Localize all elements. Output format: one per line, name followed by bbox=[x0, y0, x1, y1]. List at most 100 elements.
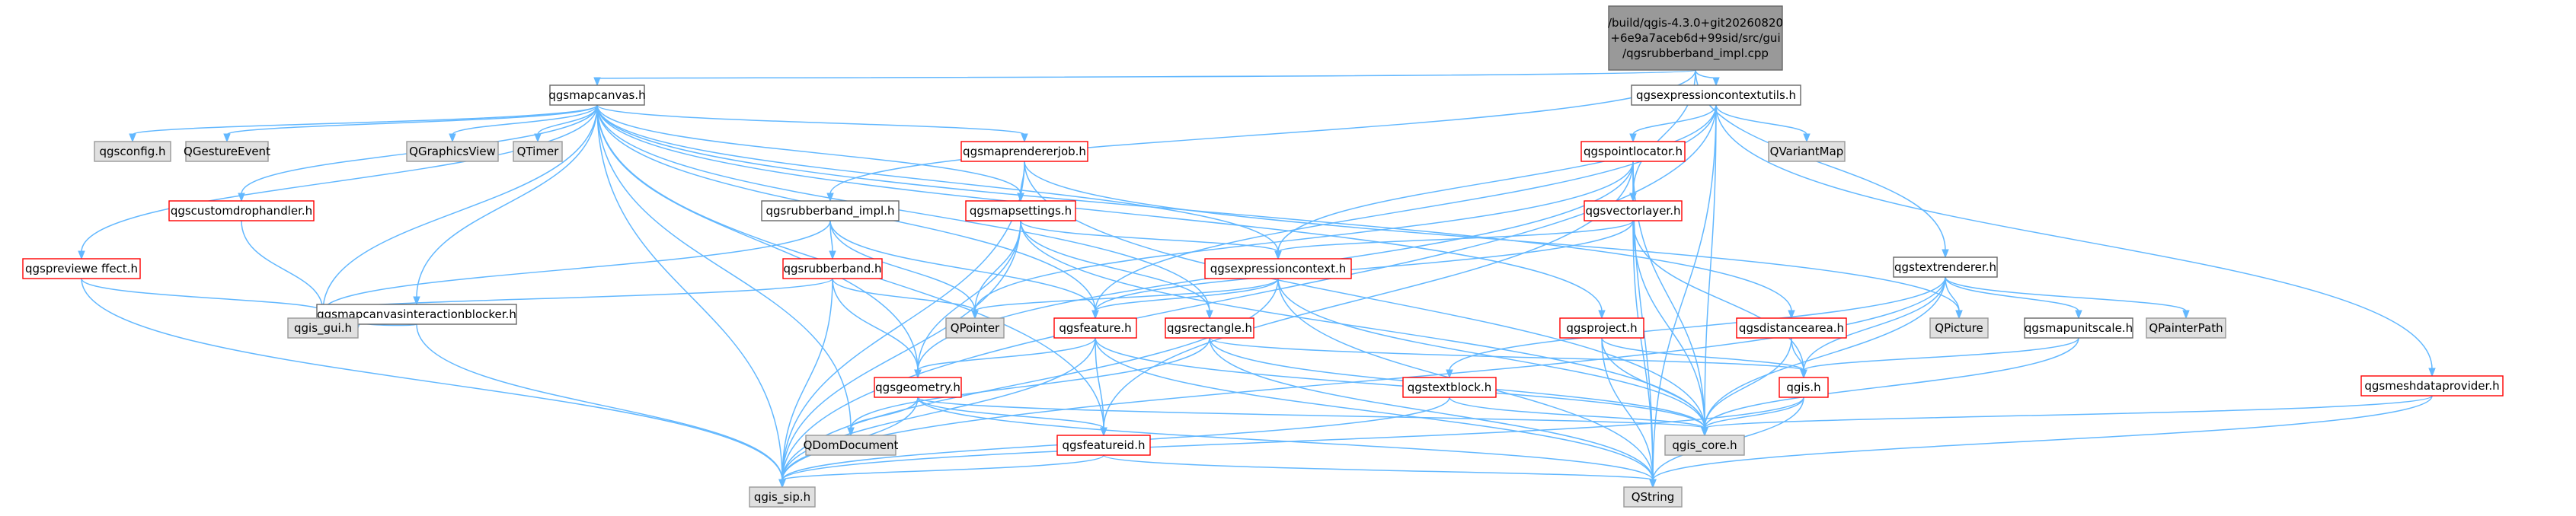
node-box bbox=[1768, 141, 1846, 162]
node-mapsettings[interactable]: qgsmapsettings.h bbox=[965, 200, 1076, 221]
node-qgissip[interactable]: qgis_sip.h bbox=[749, 486, 816, 508]
node-textblock[interactable]: qgstextblock.h bbox=[1402, 377, 1497, 398]
node-label: qgsrubberband.h bbox=[784, 262, 882, 276]
edge-mapcanvas-to-mapcanvasinteraction bbox=[413, 104, 598, 306]
edge-exprctxutils-to-meshdataprovider bbox=[1715, 104, 2436, 377]
node-distancearea[interactable]: qgsdistancearea.h bbox=[1736, 317, 1847, 339]
node-label: QGraphicsView bbox=[409, 145, 496, 158]
node-feature[interactable]: qgsfeature.h bbox=[1053, 317, 1137, 339]
node-box bbox=[1736, 317, 1847, 339]
node-qgraphicsview[interactable]: QGraphicsView bbox=[406, 141, 499, 162]
node-previeweffect[interactable]: qgspreviewe ffect.h bbox=[22, 258, 141, 279]
node-qdomdocument[interactable]: QDomDocument bbox=[804, 435, 899, 456]
edge-line bbox=[1020, 220, 1279, 253]
edge-mapcanvasinteraction-to-qgissip bbox=[416, 323, 786, 489]
edge-line bbox=[1024, 161, 1960, 312]
edge-line bbox=[1095, 278, 1279, 312]
node-geometry[interactable]: qgsgeometry.h bbox=[874, 377, 962, 398]
node-label: QPainterPath bbox=[2149, 321, 2223, 335]
node-qpicture[interactable]: QPicture bbox=[1929, 317, 1989, 339]
edge-exprctxutils-to-qvariantmap bbox=[1715, 104, 1811, 143]
node-pointlocator[interactable]: qgspointlocator.h bbox=[1580, 141, 1686, 162]
edge-mapcanvas-to-geometry bbox=[596, 104, 922, 379]
node-exprctxutils[interactable]: qgsexpressioncontextutils.h bbox=[1631, 84, 1801, 106]
edge-mapunitscale-to-qgis bbox=[1800, 337, 2079, 379]
edge-line bbox=[1945, 276, 2079, 312]
node-rubberband[interactable]: qgsrubberband.h bbox=[782, 258, 883, 279]
edge-textrenderer-to-qpicture bbox=[1945, 276, 1963, 320]
node-label: qgsmapcanvasinteractionblocker.h bbox=[317, 307, 516, 321]
node-featureid[interactable]: qgsfeatureid.h bbox=[1056, 435, 1151, 456]
node-box bbox=[406, 141, 499, 162]
edge-line bbox=[1632, 220, 1804, 371]
node-box bbox=[1664, 435, 1745, 456]
edge-line bbox=[452, 104, 598, 135]
node-label: qgscustomdrophandler.h bbox=[171, 204, 312, 218]
node-mapunitscale[interactable]: qgsmapunitscale.h bbox=[2024, 317, 2133, 339]
edge-line bbox=[850, 397, 919, 429]
node-label: qgsmapcanvas.h bbox=[548, 88, 645, 102]
edge-line bbox=[1715, 104, 2433, 370]
node-customdrop[interactable]: qgscustomdrophandler.h bbox=[168, 200, 315, 221]
edge-arrowhead bbox=[129, 133, 136, 143]
node-textrenderer[interactable]: qgstextrenderer.h bbox=[1893, 256, 1998, 278]
edge-mapcanvas-to-qgisgui bbox=[319, 104, 598, 320]
node-vectorlayer[interactable]: qgsvectorlayer.h bbox=[1584, 200, 1683, 221]
node-rectangle[interactable]: qgsrectangle.h bbox=[1165, 317, 1254, 339]
edge-line bbox=[1632, 220, 1705, 429]
node-project[interactable]: qgsproject.h bbox=[1559, 317, 1644, 339]
node-label: qgsfeatureid.h bbox=[1063, 438, 1146, 452]
node-exprcontext[interactable]: qgsexpressioncontext.h bbox=[1204, 258, 1352, 279]
edge-line bbox=[1277, 220, 1634, 253]
edge-exprcontext-to-qpointer bbox=[971, 278, 1279, 320]
edge-rubberband-to-geometry bbox=[832, 278, 922, 379]
edge-arrowhead bbox=[1788, 310, 1795, 320]
node-rubberbandimpl[interactable]: qgsrubberband_impl.h bbox=[761, 200, 900, 221]
edge-line bbox=[1277, 104, 1717, 253]
edge-mapcanvas-to-previeweffect bbox=[78, 104, 598, 260]
node-label: +6e9a7aceb6d+99sid/src/gui bbox=[1610, 31, 1780, 45]
edge-arrowhead bbox=[1100, 427, 1107, 437]
node-box bbox=[1631, 84, 1801, 106]
edge-line bbox=[781, 104, 1717, 481]
node-label: QString bbox=[1632, 490, 1675, 504]
node-label: qgsconfig.h bbox=[99, 145, 165, 158]
node-qgiscore[interactable]: qgis_core.h bbox=[1664, 435, 1745, 456]
node-box bbox=[960, 141, 1088, 162]
edge-line bbox=[596, 104, 783, 481]
edge-line bbox=[917, 337, 1096, 371]
edge-line bbox=[416, 323, 783, 481]
edge-line bbox=[1945, 276, 2187, 312]
node-box bbox=[782, 258, 883, 279]
node-label: qgspointlocator.h bbox=[1584, 145, 1683, 158]
node-qvariantmap[interactable]: QVariantMap bbox=[1768, 141, 1846, 162]
edge-featureid-to-qstring bbox=[1103, 454, 1657, 489]
node-maprendererjob[interactable]: qgsmaprendererjob.h bbox=[960, 141, 1088, 162]
edge-line bbox=[974, 220, 1021, 312]
edge-arrowhead bbox=[1701, 427, 1708, 437]
node-box bbox=[1559, 317, 1644, 339]
node-qgis[interactable]: qgis.h bbox=[1779, 377, 1829, 398]
edge-mapcanvas-to-project bbox=[596, 104, 1606, 320]
node-label: qgsfeature.h bbox=[1059, 321, 1131, 335]
edge-line bbox=[241, 220, 324, 312]
edge-arrowhead bbox=[829, 250, 836, 260]
edge-mapcanvas-to-qtimer bbox=[534, 104, 598, 143]
edge-arrowhead bbox=[2182, 310, 2190, 320]
edge-root-to-exprctxutils bbox=[1695, 69, 1720, 87]
node-qgisgui[interactable]: qgis_gui.h bbox=[287, 317, 359, 339]
node-qstring[interactable]: QString bbox=[1623, 486, 1683, 508]
node-qtimer[interactable]: QTimer bbox=[513, 141, 563, 162]
edge-featureid-to-qgissip bbox=[778, 454, 1104, 489]
node-qgestureevent[interactable]: QGestureEvent bbox=[184, 141, 270, 162]
edge-arrowhead bbox=[413, 296, 420, 306]
edge-vectorlayer-to-feature bbox=[1091, 220, 1634, 320]
node-qgsconfig[interactable]: qgsconfig.h bbox=[94, 141, 171, 162]
node-qpointer[interactable]: QPointer bbox=[945, 317, 1005, 339]
node-mapcanvas[interactable]: qgsmapcanvas.h bbox=[548, 84, 646, 106]
edge-line bbox=[1020, 220, 1705, 429]
node-qpainterpath[interactable]: QPainterPath bbox=[2146, 317, 2226, 339]
node-meshdataprovider[interactable]: qgsmeshdataprovider.h bbox=[2360, 375, 2504, 397]
edge-arrowhead bbox=[1598, 310, 1606, 320]
edge-arrowhead bbox=[449, 133, 456, 143]
